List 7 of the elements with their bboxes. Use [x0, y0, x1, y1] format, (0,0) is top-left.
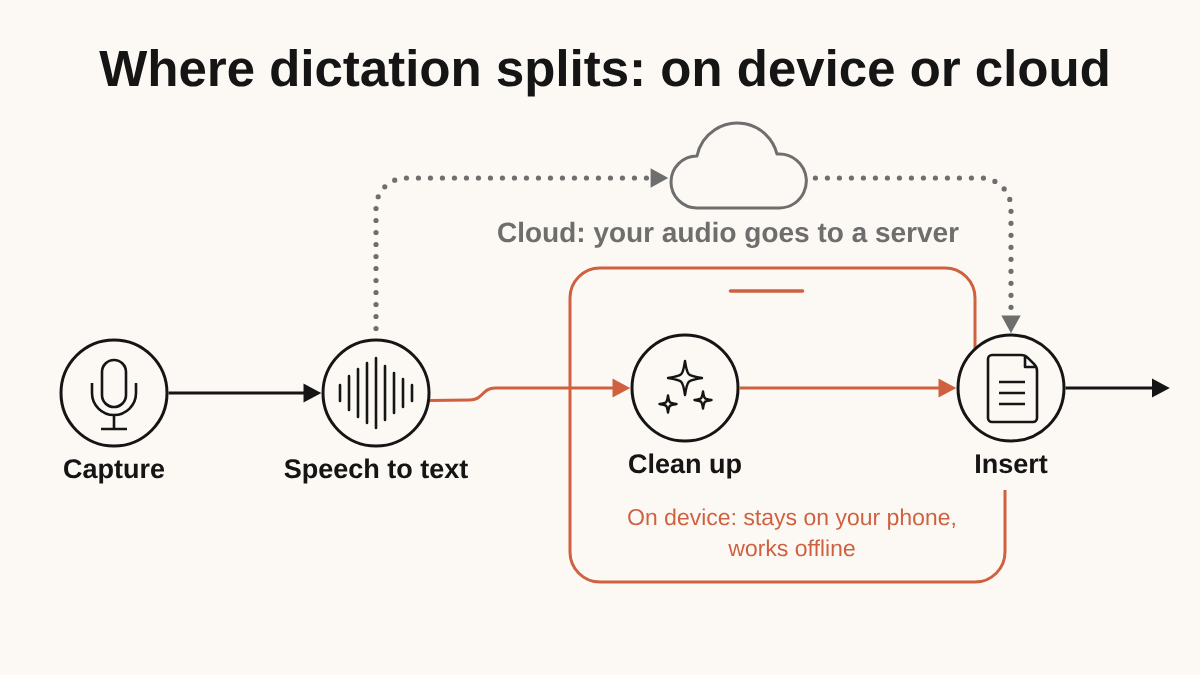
node-label: Speech to text	[284, 458, 468, 484]
title: Where dictation splits: on device or cloud	[99, 49, 1108, 97]
phone-caption: On device: stays on your phone, works offline	[628, 508, 955, 557]
node-label: Insert	[976, 454, 1048, 474]
node-label: Capture	[64, 459, 165, 484]
node-label: Clean up	[629, 453, 741, 479]
cloud-caption: Cloud: your audio goes to a server	[498, 221, 959, 248]
